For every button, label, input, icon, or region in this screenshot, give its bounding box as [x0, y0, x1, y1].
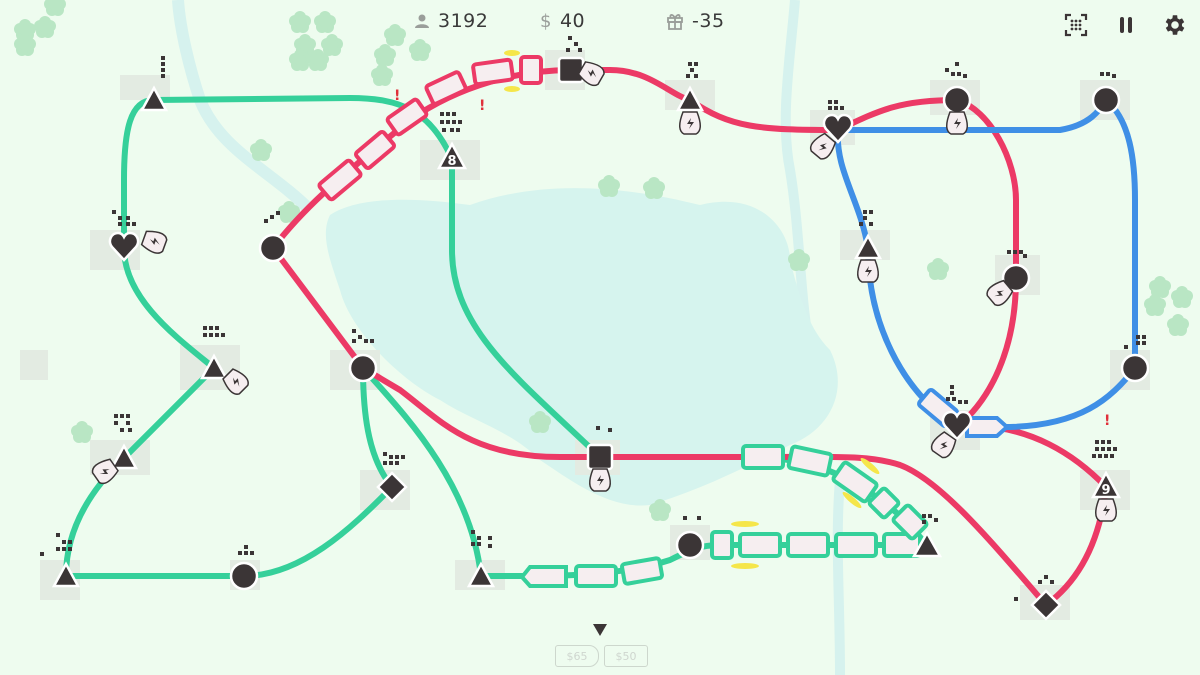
passengers — [40, 36, 1146, 601]
buy-locomotive-price: $65 — [566, 649, 588, 663]
buy-carriage-button[interactable]: $50 — [604, 645, 648, 667]
station-triangle — [139, 85, 169, 112]
buy-locomotive-button[interactable]: $65 — [555, 645, 599, 667]
settings-button[interactable] — [1162, 12, 1188, 38]
green-train-bottom[interactable] — [519, 530, 922, 588]
overview-grid-icon — [1064, 13, 1088, 37]
station-counter: 8 — [447, 154, 456, 169]
station-counter: 9 — [1101, 483, 1110, 498]
buy-carriage-price: $50 — [615, 649, 637, 663]
svg-text:!: ! — [479, 98, 485, 114]
overcrowd-alerts: ! ! ! — [394, 88, 1110, 429]
pause-icon — [1120, 17, 1132, 33]
station-heart — [108, 231, 140, 262]
red-train[interactable] — [317, 55, 543, 202]
svg-text:!: ! — [394, 88, 400, 104]
money-counter: $ 40 — [540, 10, 585, 32]
pause-button[interactable] — [1113, 12, 1139, 38]
overview-button[interactable] — [1063, 12, 1089, 38]
jet-flames — [504, 50, 880, 569]
gift-counter: -35 — [666, 10, 725, 32]
green-train-middle[interactable] — [741, 444, 929, 541]
station-diamond — [376, 471, 408, 503]
person-icon — [415, 14, 429, 28]
population-value: 3192 — [438, 10, 489, 32]
blue-line — [834, 97, 1138, 430]
svg-text:!: ! — [1104, 413, 1110, 429]
gift-icon — [667, 14, 683, 30]
money-value: 40 — [559, 10, 586, 32]
stations[interactable] — [51, 56, 1150, 621]
dollar-icon: $ — [540, 10, 552, 32]
gift-value: -35 — [692, 10, 725, 32]
gear-icon — [1165, 15, 1185, 35]
population-counter: 3192 — [414, 10, 488, 32]
down-triangle-icon — [593, 624, 607, 636]
